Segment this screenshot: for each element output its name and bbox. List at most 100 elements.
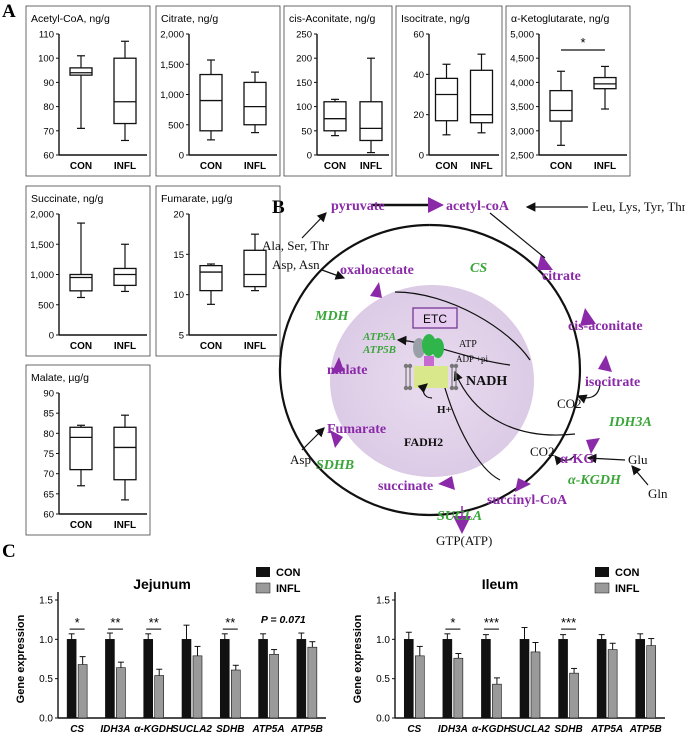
bar-con [596,639,607,719]
y-tick-label: 90 [43,78,54,89]
atp-synthase-icon [403,334,459,399]
panel-label-c: C [2,541,16,562]
box-iqr [359,101,383,142]
box-infl [113,40,137,142]
group-label: INFL [360,161,382,172]
y-tick-label: 10 [173,290,184,301]
y-tick-label: 1.0 [376,635,390,646]
input-asp-asn: Asp, Asn [272,257,320,272]
legend-swatch-infl [594,582,610,594]
group-label: INFL [244,161,266,172]
y-tick-label: 5 [179,331,184,342]
y-tick-label: 500 [168,120,184,131]
group-label: INFL [470,161,492,172]
input-asp: Asp [290,452,311,467]
ala-arrow [301,212,327,239]
y-tick-label: 0.0 [39,714,53,725]
boxplot-title: α-Ketoglutarate, ng/g [511,13,609,25]
legend-swatch-infl [255,582,271,594]
bar-con [66,639,77,719]
enzyme-atp5a: ATP5A [362,331,396,343]
significance-stars: ** [110,615,120,630]
boxplot-frame [505,5,631,177]
group-label: INFL [244,341,266,352]
bar-infl [154,675,165,719]
y-tick-label: 3,500 [510,102,534,113]
metabolite-akg: α-KG [560,452,594,467]
boxplot-frame [283,5,393,177]
bar-infl [230,669,241,719]
bar-con [258,639,268,719]
box-con [434,63,459,136]
legend-swatch-con [595,567,609,577]
boxplot-title: Citrate, ng/g [161,13,218,25]
bar-infl [192,655,203,719]
bar-infl [453,657,464,719]
box-con [69,222,93,299]
etc-atp: ATP [459,339,477,350]
legend-label-con: CON [615,567,640,579]
group-label: CON [435,161,457,172]
x-tick-label: ATP5B [629,724,662,735]
metabolite-oxaloacetate: oxaloacetate [340,263,414,278]
cycle-arrowheads [330,254,612,492]
input-glu: Glu [628,452,648,467]
box-infl [593,65,617,110]
box-iqr [593,76,617,90]
legend-label-con: CON [276,567,301,579]
x-tick-label: CS [70,724,84,735]
gln-arrow [631,465,649,486]
y-tick-label: 65 [43,489,54,500]
nadh-path [396,335,511,366]
etc-box [412,307,458,329]
etc-fadh2: FADH2 [404,435,443,449]
box-iqr [199,264,223,292]
box-iqr [69,426,93,471]
bar-con [481,639,491,719]
x-tick-label: IDH3A [100,724,130,735]
y-tick-label: 50 [301,126,312,137]
y-tick-label: 60 [43,151,54,162]
group-label: CON [70,520,92,531]
x-tick-label: ATP5A [252,724,285,735]
bar-con [442,639,453,719]
box-infl [113,414,137,501]
x-tick-label: SUCLA2 [510,724,550,735]
box-con [323,98,347,137]
boxplot-title: Fumarate, µg/g [161,193,233,205]
succinylcoa-nadh-path [439,369,501,481]
box-con [199,263,223,305]
box-iqr [434,77,459,122]
group-label: INFL [114,341,136,352]
boxplot-title: Acetyl-CoA, ng/g [31,13,110,25]
etc-link-path [394,291,531,361]
box-con [69,55,93,129]
boxplot-frame [25,185,151,357]
y-tick-label: 4,000 [510,78,534,89]
y-tick-label: 70 [43,126,54,137]
y-axis-label: Gene expression [352,614,364,703]
group-label: INFL [114,161,136,172]
group-label: CON [200,341,222,352]
x-tick-label: ATP5A [590,724,623,735]
box-iqr [323,101,347,132]
boxplot-frame [395,5,503,177]
y-tick-label: 0 [307,151,312,162]
y-tick-label: 1.5 [39,596,53,607]
enzyme-mdh: MDH [314,309,350,324]
significance-stars: ** [149,615,159,630]
etc-adp: ADP +pi [456,354,488,364]
glu-arrow [586,453,626,464]
etc-label: ETC [423,312,447,326]
box-iqr [69,67,93,76]
input-leu: Leu, Lys, Tyr, Thr [592,199,685,214]
x-tick-label: SDHB [216,724,244,735]
bar-infl [116,667,126,719]
metabolite-fumarate: Fumarate [327,422,386,437]
y-tick-label: 2,000 [160,30,184,41]
y-tick-label: 1.5 [376,596,390,607]
